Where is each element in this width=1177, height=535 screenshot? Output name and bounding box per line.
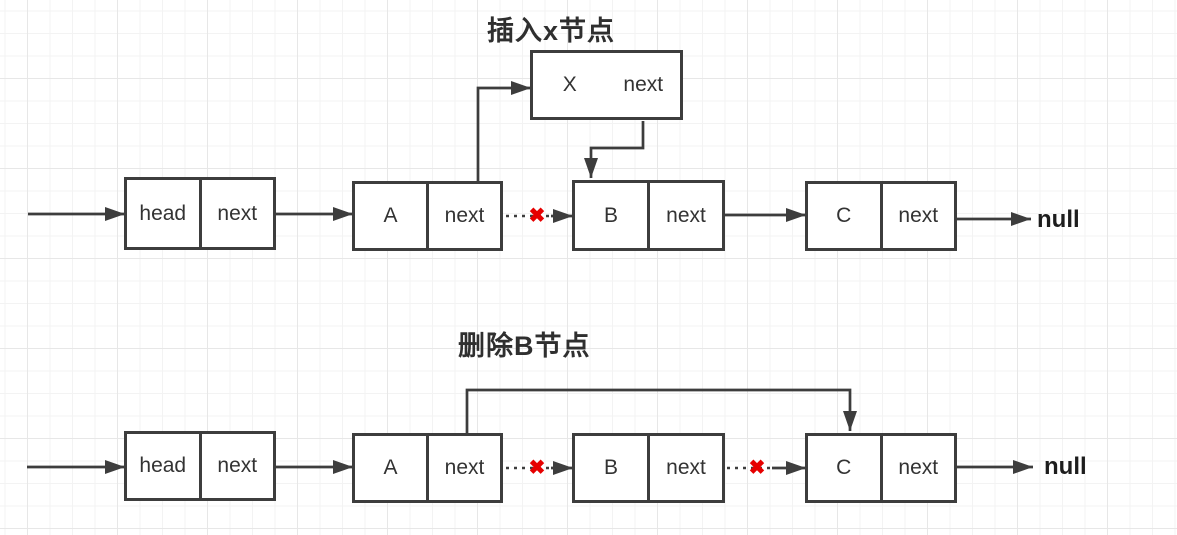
node-pointer-label: next [666, 203, 706, 227]
list-node-b-top: B next [572, 180, 725, 251]
node-value-cell: head [127, 434, 202, 498]
node-value: C [836, 204, 852, 227]
list-node-b-bottom: B next [572, 433, 725, 503]
broken-link-x-icon: ✖ [528, 457, 546, 479]
node-pointer-label: next [444, 456, 485, 479]
arrow-a-to-x [476, 81, 531, 181]
list-node-a-bottom: A next [352, 433, 503, 503]
broken-link-x-icon: ✖ [528, 205, 546, 227]
node-pointer-label: next [623, 73, 664, 96]
null-label-top: null [1037, 206, 1080, 233]
list-node-head-top: head next [124, 177, 276, 250]
node-pointer-cell: next [883, 184, 955, 248]
node-value-cell: A [355, 184, 429, 248]
node-pointer-label: next [444, 204, 485, 227]
node-pointer-cell: next [202, 180, 274, 247]
arrow-x-to-b [584, 121, 645, 178]
node-value: head [139, 201, 187, 225]
node-pointer-label: next [898, 204, 939, 227]
list-node-x: X next [530, 50, 683, 120]
list-node-c-bottom: C next [805, 433, 957, 503]
node-pointer-cell: next [883, 436, 955, 500]
node-pointer-label: next [898, 456, 939, 479]
node-pointer-label: next [217, 454, 258, 477]
node-pointer-cell: next [429, 184, 500, 248]
null-label-bottom: null [1044, 453, 1087, 480]
diagram-title-delete-b: 删除B节点 [458, 331, 591, 361]
node-pointer-label: next [666, 456, 706, 479]
node-pointer-cell: next [202, 434, 274, 498]
node-value: X [562, 73, 577, 96]
node-value: C [836, 456, 852, 479]
node-value: B [603, 456, 618, 479]
node-pointer-label: next [217, 201, 258, 225]
node-value-cell: C [808, 436, 883, 500]
node-value: A [383, 456, 398, 479]
node-pointer-cell: next [429, 436, 500, 500]
node-pointer-cell: next [650, 183, 722, 248]
list-node-c-top: C next [805, 181, 957, 251]
node-pointer-cell: next [607, 53, 681, 117]
node-value-cell: B [575, 183, 650, 248]
node-value: head [139, 454, 187, 477]
node-value-cell: B [575, 436, 650, 500]
node-value-cell: X [533, 53, 607, 117]
list-node-a-top: A next [352, 181, 503, 251]
arrow-a-to-c-bypass [465, 388, 857, 433]
diagram-title-insert-x: 插入x节点 [487, 16, 616, 46]
node-value-cell: head [127, 180, 202, 247]
node-value: A [383, 204, 398, 227]
node-value-cell: C [808, 184, 883, 248]
node-pointer-cell: next [650, 436, 722, 500]
broken-link-x-icon: ✖ [748, 457, 766, 479]
node-value: B [603, 203, 618, 227]
node-value-cell: A [355, 436, 429, 500]
list-node-head-bottom: head next [124, 431, 276, 501]
